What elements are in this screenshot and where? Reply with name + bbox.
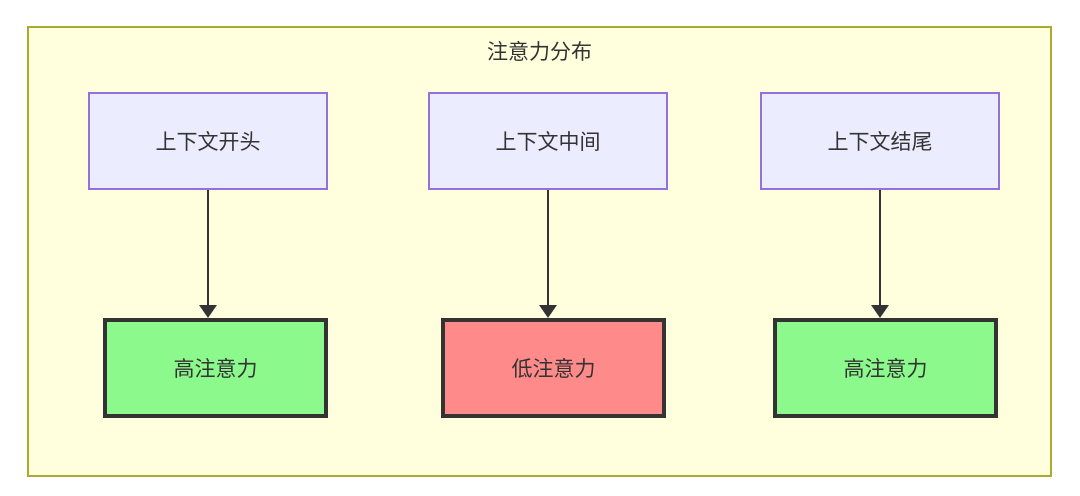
node-context-end-label: 上下文结尾 [827, 131, 933, 154]
node-low-attention-middle-label: 低注意力 [511, 358, 596, 381]
node-context-end[interactable]: 上下文结尾 [760, 92, 1000, 190]
arrowhead-icon [199, 305, 217, 318]
edge-end-to-high-attention [879, 190, 881, 308]
arrowhead-icon [539, 305, 557, 318]
node-context-middle-label: 上下文中间 [495, 131, 601, 154]
node-high-attention-beginning[interactable]: 高注意力 [103, 318, 328, 418]
node-low-attention-middle[interactable]: 低注意力 [441, 318, 666, 418]
edge-middle-to-low-attention [547, 190, 549, 308]
node-context-beginning-label: 上下文开头 [155, 131, 261, 154]
node-context-beginning[interactable]: 上下文开头 [88, 92, 328, 190]
subgraph-title: 注意力分布 [487, 41, 592, 64]
node-high-attention-end-label: 高注意力 [843, 358, 928, 381]
arrowhead-icon [871, 305, 889, 318]
node-context-middle[interactable]: 上下文中间 [428, 92, 668, 190]
node-high-attention-beginning-label: 高注意力 [173, 358, 258, 381]
node-high-attention-end[interactable]: 高注意力 [773, 318, 998, 418]
edge-beginning-to-high-attention [207, 190, 209, 308]
